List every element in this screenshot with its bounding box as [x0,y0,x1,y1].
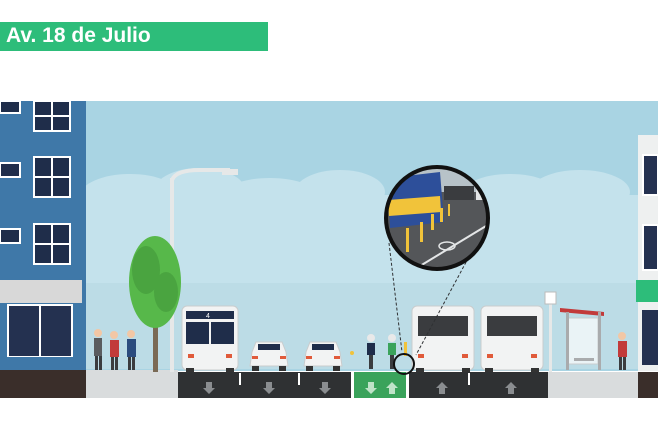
pedestrian-icon [618,332,627,370]
tree-icon [129,236,181,372]
clouds [80,168,640,285]
right-sidewalk [548,372,638,398]
bollard [404,342,407,356]
bus-icon: 4 [181,305,239,372]
building-icon [636,135,658,371]
pedestrian-icon [110,331,119,370]
cyclist-icon [350,334,375,369]
arrow-icon [203,382,517,394]
cyclist-icon [388,334,396,369]
bus-stop-sign [544,291,557,372]
building-icon [0,100,86,371]
bus-stop-shelter-icon [560,308,604,370]
photo-inset-border [384,165,490,271]
bus-number: 4 [206,313,210,320]
magnifier-icon [393,353,415,375]
left-sidewalk [86,370,178,398]
pedestrian-icon [94,329,102,370]
street-name-title: Av. 18 de Julio [6,24,151,47]
building-base [0,370,86,398]
bus-icon [411,305,475,372]
pedestrian-icon [127,330,136,370]
bike-lane [353,372,408,398]
car-icon [303,341,343,371]
car-icon [249,341,289,371]
bus-icon [480,305,544,372]
title-banner: Av. 18 de Julio [0,22,268,51]
road-lane-right [408,372,548,398]
arrow-icon [365,382,398,394]
callout-line [388,242,403,353]
lane-markings [239,372,470,398]
